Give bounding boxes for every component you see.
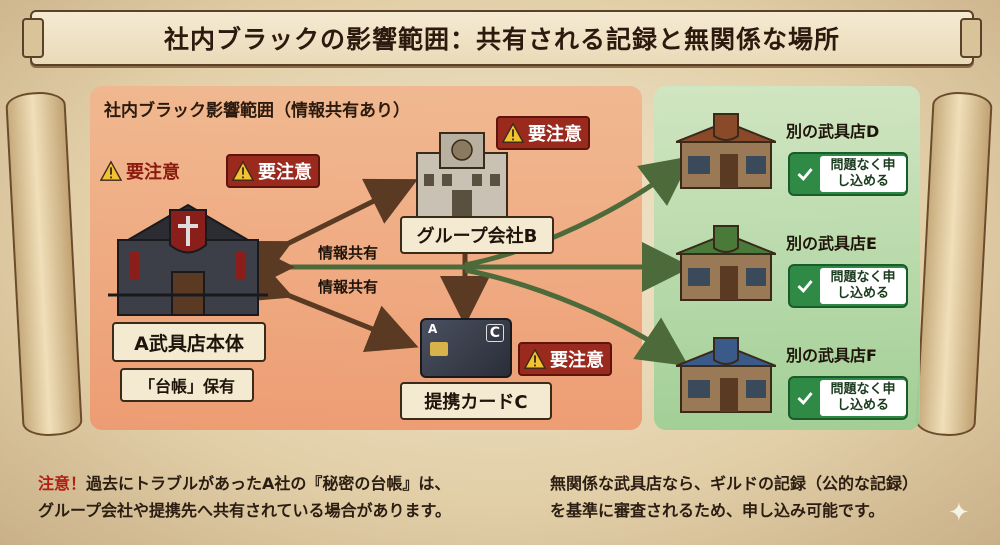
arrow-to-d: [464, 156, 693, 268]
unrelated-line-2: を基準に審査されるため、申し込み可能です。: [550, 501, 885, 520]
caution-line-1: 過去にトラブルがあったA社の『秘密の台帳』は、: [86, 474, 451, 493]
credit-card-icon: A C: [420, 318, 512, 378]
warning-icon: [100, 160, 122, 181]
status-text: 問題なく申し込める: [820, 268, 906, 304]
arrow-a-to-c: [237, 255, 419, 353]
status-text: 問題なく申し込める: [820, 380, 906, 416]
warning-label: 要注意: [528, 124, 582, 145]
warning-badge-c: 要注意: [518, 342, 612, 376]
warning-badge-a: 要注意: [226, 154, 320, 188]
check-icon: [797, 280, 813, 294]
page-title: 社内ブラックの影響範囲：共有される記録と無関係な場所: [163, 25, 840, 54]
group-company-name: グループ会社B: [400, 216, 554, 254]
warning-plain: 要注意: [100, 158, 180, 184]
shop-d-icon: [676, 113, 776, 189]
card-chip: [430, 342, 448, 356]
arrow-a-to-b: [237, 178, 418, 286]
arrow-label-bottom: 情報共有: [318, 278, 378, 296]
unrelated-line-1: 無関係な武具店なら、ギルドの記録（公的な記録）: [550, 474, 919, 493]
shop-e-name: 別の武具店E: [786, 234, 877, 253]
caution-line-2: グループ会社や提携先へ共有されている場合があります。: [38, 501, 451, 520]
castle-store-icon: [108, 203, 268, 316]
unrelated-note: 無関係な武具店なら、ギルドの記録（公的な記録） を基準に審査されるため、申し込み…: [550, 470, 970, 524]
warning-icon: [524, 348, 546, 369]
warning-label: 要注意: [126, 162, 180, 183]
warning-label: 要注意: [258, 162, 312, 183]
shop-d-name: 別の武具店D: [786, 122, 880, 141]
sparkle-icon: ✦: [948, 498, 970, 528]
ledger-badge: 「台帳」保有: [120, 368, 254, 402]
arrow-label-top: 情報共有: [318, 244, 378, 262]
warning-icon: [502, 122, 524, 143]
shop-e-status: 問題なく申し込める: [788, 264, 908, 308]
shop-f-status: 問題なく申し込める: [788, 376, 908, 420]
card-letter-c: C: [485, 324, 504, 342]
warning-badge-b: 要注意: [496, 116, 590, 150]
status-text: 問題なく申し込める: [820, 156, 906, 192]
warning-icon: [232, 160, 254, 181]
title-banner: 社内ブラックの影響範囲：共有される記録と無関係な場所: [22, 10, 982, 66]
shop-f-icon: [676, 337, 776, 413]
office-building-icon: [416, 132, 508, 218]
check-icon: [797, 168, 813, 182]
check-icon: [797, 392, 813, 406]
card-company-name: 提携カードC: [400, 382, 552, 420]
shop-d-status: 問題なく申し込める: [788, 152, 908, 196]
warning-label: 要注意: [550, 350, 604, 371]
card-letter-a: A: [428, 322, 438, 336]
caution-prefix: 注意！: [38, 474, 87, 493]
caution-note: 注意！過去にトラブルがあったA社の『秘密の台帳』は、 グループ会社や提携先へ共有…: [38, 470, 538, 524]
arrow-to-f: [464, 267, 689, 367]
shop-f-name: 別の武具店F: [786, 346, 877, 365]
shop-e-icon: [676, 225, 776, 301]
main-store-name: A武具店本体: [112, 322, 266, 362]
zone-title: 社内ブラック影響範囲（情報共有あり）: [104, 101, 410, 121]
